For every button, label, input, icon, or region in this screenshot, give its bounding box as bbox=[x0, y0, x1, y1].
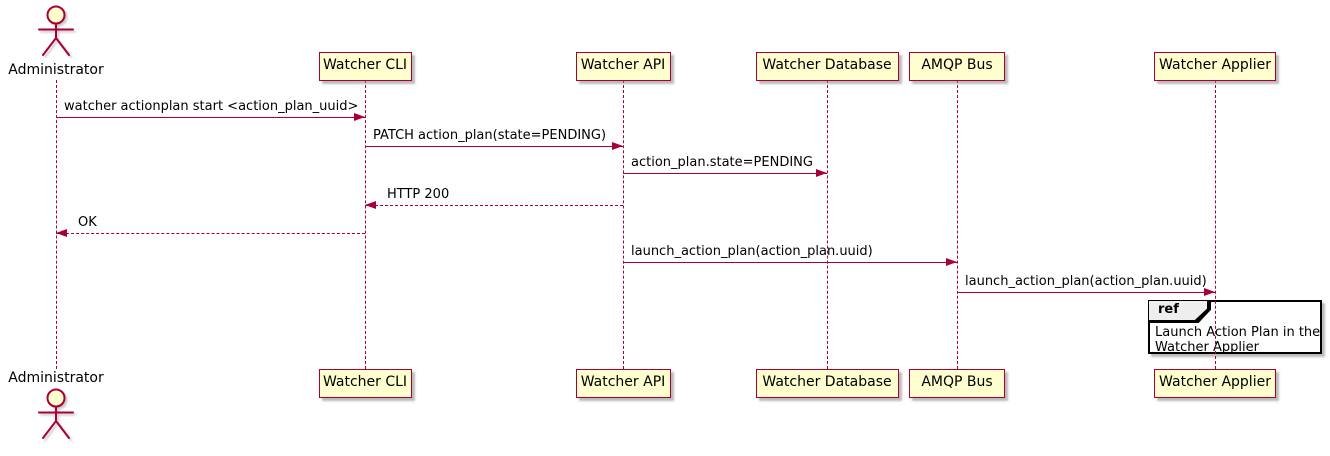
participant-top-amqp-bus: AMQP Bus bbox=[909, 52, 1005, 81]
message-line-6 bbox=[957, 292, 1215, 293]
participant-bottom-watcher-database: Watcher Database bbox=[755, 369, 899, 398]
message-arrowhead-6 bbox=[1204, 288, 1215, 296]
lifeline-watcher-cli bbox=[364, 80, 366, 369]
message-line-4 bbox=[56, 233, 365, 234]
participant-top-watcher-cli: Watcher CLI bbox=[318, 52, 412, 81]
message-line-1 bbox=[365, 146, 623, 147]
message-arrowhead-2 bbox=[816, 169, 827, 177]
message-label-6: launch_action_plan(action_plan.uuid) bbox=[965, 274, 1207, 289]
message-label-4: OK bbox=[78, 215, 97, 230]
actor-top-administrator bbox=[33, 5, 79, 57]
actor-top-label-administrator: Administrator bbox=[8, 62, 104, 78]
message-label-1: PATCH action_plan(state=PENDING) bbox=[373, 128, 607, 143]
message-label-0: watcher actionplan start <action_plan_uu… bbox=[64, 99, 359, 114]
message-label-2: action_plan.state=PENDING bbox=[631, 155, 813, 170]
lifeline-administrator bbox=[55, 80, 57, 369]
actor-bottom-administrator bbox=[33, 388, 79, 440]
message-line-2 bbox=[623, 173, 827, 174]
message-line-5 bbox=[623, 262, 957, 263]
message-arrowhead-5 bbox=[946, 258, 957, 266]
actor-bottom-label-administrator: Administrator bbox=[8, 370, 104, 386]
participant-bottom-watcher-cli: Watcher CLI bbox=[318, 369, 412, 398]
message-arrowhead-0 bbox=[354, 113, 365, 121]
lifeline-watcher-applier bbox=[1214, 80, 1216, 369]
participant-bottom-amqp-bus: AMQP Bus bbox=[909, 369, 1005, 398]
participant-bottom-watcher-applier: Watcher Applier bbox=[1154, 369, 1276, 398]
lifeline-amqp-bus bbox=[956, 80, 958, 369]
message-arrowhead-1 bbox=[612, 142, 623, 150]
participant-bottom-watcher-api: Watcher API bbox=[575, 369, 671, 398]
message-label-3: HTTP 200 bbox=[387, 187, 450, 202]
ref-keyword: ref bbox=[1149, 301, 1207, 320]
participant-top-watcher-api: Watcher API bbox=[575, 52, 671, 81]
message-line-0 bbox=[56, 117, 365, 118]
participant-top-watcher-applier: Watcher Applier bbox=[1154, 52, 1276, 81]
message-arrowhead-4 bbox=[56, 229, 67, 237]
ref-fragment: ref Launch Action Plan in the Watcher Ap… bbox=[1148, 300, 1322, 355]
ref-tab: ref bbox=[1149, 301, 1211, 323]
actor-icon bbox=[38, 388, 74, 439]
actor-icon bbox=[38, 5, 74, 56]
message-arrowhead-3 bbox=[365, 201, 376, 209]
lifeline-watcher-database bbox=[826, 80, 828, 369]
message-label-5: launch_action_plan(action_plan.uuid) bbox=[631, 244, 873, 259]
message-line-3 bbox=[365, 205, 623, 206]
participant-top-watcher-database: Watcher Database bbox=[755, 52, 899, 81]
ref-text-line-2: Watcher Applier bbox=[1155, 340, 1259, 355]
ref-text-line-1: Launch Action Plan in the bbox=[1155, 325, 1321, 340]
lifeline-watcher-api bbox=[622, 80, 624, 369]
